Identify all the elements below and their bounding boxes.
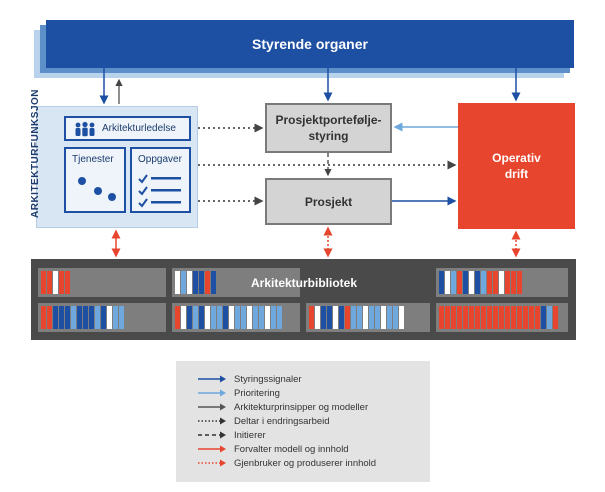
dots-icon	[78, 177, 116, 201]
legend-item-governance-signals: Styringssignaler	[198, 372, 302, 386]
legend: Styringssignaler Prioritering Arkitektur…	[176, 361, 430, 482]
legend-item-initiates: Initierer	[198, 428, 266, 442]
legend-label: Arkitekturprinsipper og modeller	[234, 401, 369, 413]
books-r1c1	[41, 271, 70, 294]
governing-bodies-box: Styrende organer	[46, 20, 574, 68]
operations-label-line1: Operativ	[492, 151, 541, 165]
architecture-leadership-box: Arkitekturledelse	[64, 116, 191, 141]
books-r2c1	[41, 306, 124, 329]
tasks-label: Oppgaver	[138, 154, 182, 165]
books-r2c3	[309, 306, 404, 329]
architecture-leadership-label: Arkitekturledelse	[102, 123, 176, 134]
books-r2c4	[439, 306, 558, 329]
project-box: Prosjekt	[265, 178, 392, 225]
legend-label: Forvalter modell og innhold	[234, 443, 349, 455]
project-label: Prosjekt	[304, 194, 353, 209]
tasks-box: Oppgaver	[130, 147, 191, 213]
legend-line-solid-red	[198, 445, 226, 453]
services-label: Tjenester	[72, 154, 114, 165]
operations-label-line2: drift	[504, 167, 529, 181]
legend-item-prioritization: Prioritering	[198, 386, 280, 400]
legend-item-reuses: Gjenbruker og produserer innhold	[198, 456, 376, 470]
legend-line-dotted-dark	[198, 417, 226, 425]
legend-line-dotted-red	[198, 459, 226, 467]
books-r1c4	[439, 271, 522, 294]
books-r2c2	[175, 306, 282, 329]
services-box: Tjenester	[64, 147, 126, 213]
legend-item-manages: Forvalter modell og innhold	[198, 442, 349, 456]
legend-line-solid-darkblue	[198, 375, 226, 383]
legend-line-solid-lightblue	[198, 389, 226, 397]
legend-label: Gjenbruker og produserer innhold	[234, 457, 377, 469]
legend-label: Prioritering	[234, 387, 280, 399]
checklist-icon	[138, 174, 181, 208]
project-portfolio-label-line2: styring	[308, 129, 349, 143]
legend-label: Styringssignaler	[234, 373, 302, 385]
operations-box: Operativ drift	[458, 103, 575, 229]
legend-label: Deltar i endringsarbeid	[234, 415, 330, 427]
governing-bodies-label: Styrende organer	[252, 36, 368, 52]
project-portfolio-label-line1: Prosjektportefølje-	[275, 113, 382, 127]
architecture-library-title: Arkitekturbibliotek	[250, 276, 358, 290]
legend-item-participates: Deltar i endringsarbeid	[198, 414, 330, 428]
legend-line-dashed-dark	[198, 431, 226, 439]
legend-label: Initierer	[234, 429, 266, 441]
legend-line-solid-grey	[198, 403, 226, 411]
project-portfolio-box: Prosjektportefølje- styring	[265, 103, 392, 153]
library-cells	[38, 268, 568, 332]
books-r1c2	[175, 271, 216, 294]
people-icon	[75, 121, 95, 136]
legend-item-principles: Arkitekturprinsipper og modeller	[198, 400, 368, 414]
